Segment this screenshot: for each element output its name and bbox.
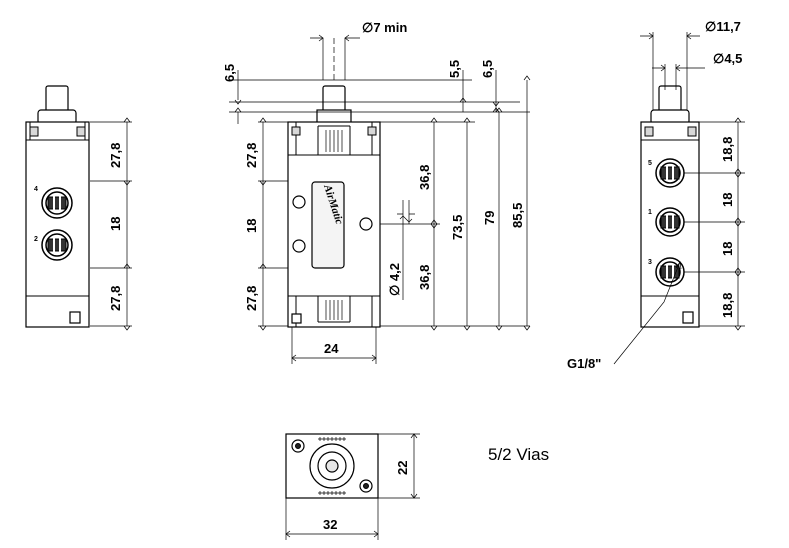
left-port-2 bbox=[41, 229, 73, 261]
right-side-view: 5 1 3 ∅11,7 ∅4,5 18,8 18 18 18,8 G1/8" bbox=[567, 19, 745, 371]
front-dim-mid: 18 bbox=[244, 219, 259, 233]
dim-width-32: 32 bbox=[323, 517, 337, 532]
front-dim-top: 27,8 bbox=[244, 143, 259, 168]
right-port-label-1: 1 bbox=[648, 209, 652, 216]
left-dim-top: 27,8 bbox=[108, 143, 123, 168]
front-dim-bottom: 27,8 bbox=[244, 286, 259, 311]
dim-hole-diameter: ∅ 4,2 bbox=[387, 263, 402, 296]
right-port-1 bbox=[655, 207, 685, 237]
diagram-title: 5/2 Vias bbox=[488, 445, 549, 464]
front-view: AirMatic 6,5 5,5 6,5 ∅7 min 27,8 18 27,8… bbox=[222, 20, 531, 364]
dim-73-5: 73,5 bbox=[450, 215, 465, 240]
left-port-4 bbox=[41, 187, 73, 219]
dim-width-24: 24 bbox=[324, 341, 339, 356]
left-port-label-4: 4 bbox=[34, 186, 38, 193]
left-dim-mid: 18 bbox=[108, 217, 123, 231]
right-port-label-3: 3 bbox=[648, 259, 652, 266]
dim-diameter-4-5: ∅4,5 bbox=[713, 51, 742, 66]
right-port-5 bbox=[655, 158, 685, 188]
dim-height-22: 22 bbox=[395, 461, 410, 475]
dim-pin-diameter: ∅7 min bbox=[362, 20, 407, 35]
dim-pin-height: 6,5 bbox=[222, 64, 237, 82]
thread-label: G1/8" bbox=[567, 356, 601, 371]
left-side-view: 4 2 27,8 18 27,8 bbox=[25, 85, 132, 331]
right-port-label-5: 5 bbox=[648, 160, 652, 167]
dim-79: 79 bbox=[482, 211, 497, 225]
right-dim-18-8-top: 18,8 bbox=[720, 137, 735, 162]
dim-36-8-upper: 36,8 bbox=[417, 165, 432, 190]
right-dim-18-lower: 18 bbox=[720, 242, 735, 256]
bottom-view: 32 22 bbox=[285, 433, 420, 540]
dim-diameter-11-7: ∅11,7 bbox=[705, 19, 741, 34]
dim-6-5: 6,5 bbox=[480, 60, 495, 78]
right-dim-18-8-bottom: 18,8 bbox=[720, 293, 735, 318]
right-dim-18-upper: 18 bbox=[720, 193, 735, 207]
dim-36-8-lower: 36,8 bbox=[417, 265, 432, 290]
dim-85-5: 85,5 bbox=[510, 203, 525, 228]
left-port-label-2: 2 bbox=[34, 236, 38, 243]
dim-5-5: 5,5 bbox=[447, 60, 462, 78]
left-dim-bottom: 27,8 bbox=[108, 286, 123, 311]
